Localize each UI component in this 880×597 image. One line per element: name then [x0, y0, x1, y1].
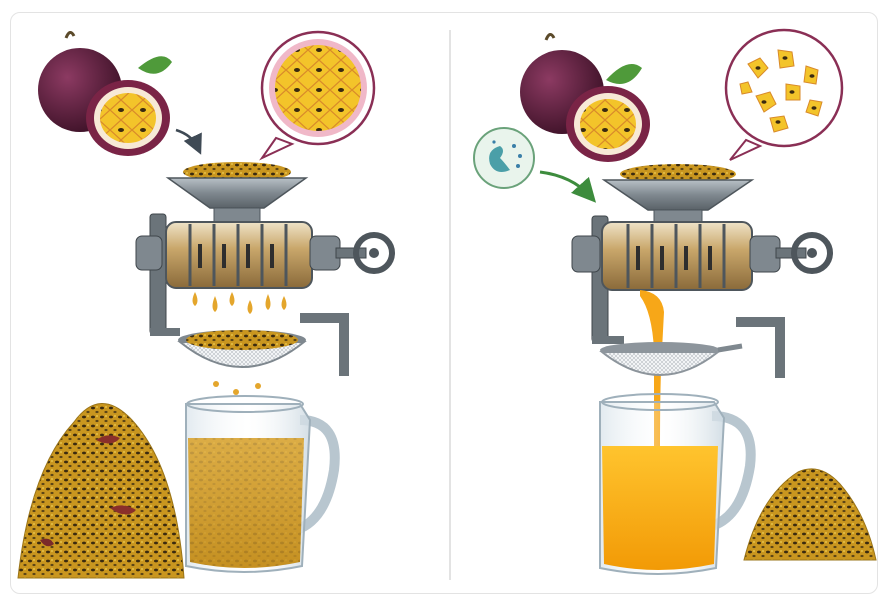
- seed-waste-pile: [18, 403, 184, 578]
- juicer-hopper-2: [604, 164, 752, 226]
- halved-passion-fruit-2: [566, 86, 650, 162]
- halved-passion-fruit: [86, 80, 170, 156]
- sieve-with-seeds: [178, 330, 306, 395]
- juice-drips: [193, 292, 287, 314]
- seed-waste-pile-small: [744, 469, 876, 560]
- pitcher-cloudy-juice: [186, 396, 335, 572]
- panel-enzyme: [474, 30, 876, 574]
- juicer-hopper: [168, 162, 306, 224]
- pitcher-clear-juice: [600, 394, 751, 574]
- pulp-closeup: [262, 32, 374, 158]
- enzyme-arrow: [540, 172, 590, 196]
- leaf-icon: [138, 56, 172, 74]
- enzyme-pulp-closeup: [726, 30, 842, 160]
- enzyme-cell-icon: [474, 128, 534, 188]
- leaf-icon-2: [606, 64, 642, 84]
- panel-traditional: [18, 32, 392, 578]
- feed-arrow: [176, 130, 198, 148]
- sieve-empty: [600, 342, 742, 375]
